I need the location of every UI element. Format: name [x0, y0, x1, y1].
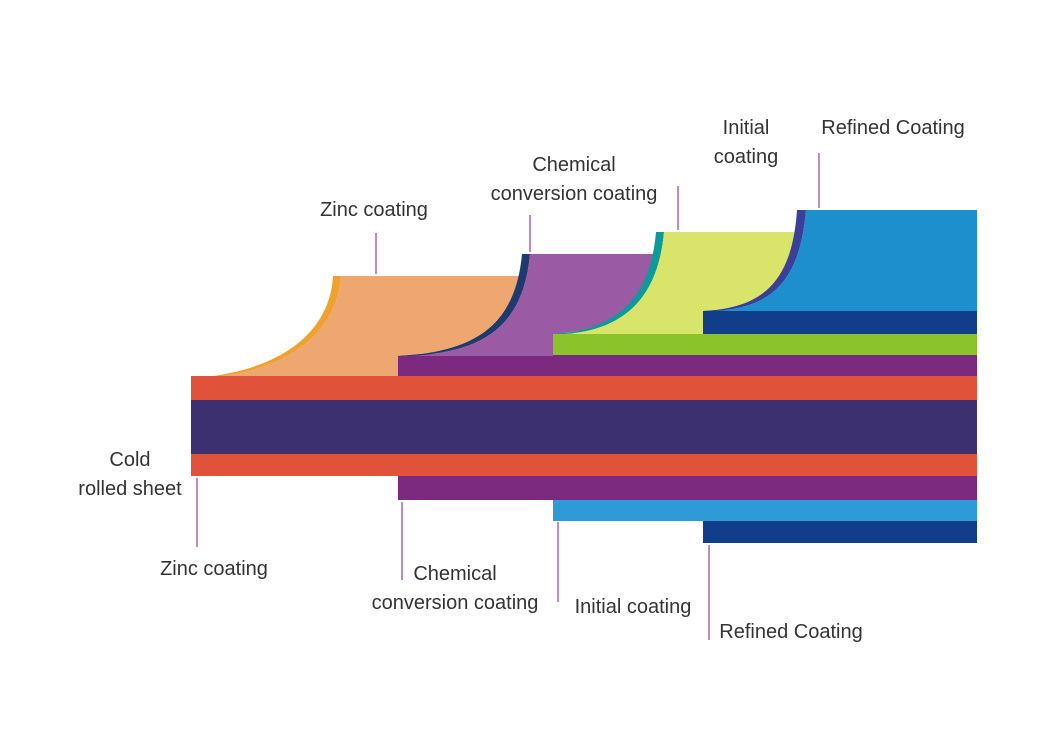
- chemical-conversion-bottom-band: [398, 476, 977, 500]
- refined-coating-top-face: [715, 210, 977, 311]
- initial-coating-top-face: [565, 232, 798, 334]
- label-zinc-coating-top: Zinc coating: [320, 199, 428, 221]
- cold-rolled-sheet-core: [191, 400, 977, 454]
- label-initial-coating-top-line2: coating: [714, 146, 779, 168]
- refined-coating-bottom-band: [703, 520, 977, 543]
- label-chemical-conversion-bottom-line1: Chemical: [413, 563, 496, 585]
- label-cold-rolled-sheet-line1: Cold: [109, 449, 150, 471]
- zinc-coating-top-face: [215, 276, 522, 377]
- label-cold-rolled-sheet-line2: rolled sheet: [78, 478, 182, 500]
- label-chemical-conversion-top-line2: conversion coating: [491, 183, 658, 205]
- chemical-conversion-top-band: [398, 354, 977, 377]
- zinc-coating-top-band: [191, 376, 977, 400]
- label-refined-coating-top: Refined Coating: [821, 117, 964, 139]
- refined-coating-top-band: [703, 310, 977, 334]
- initial-coating-bottom-band: [553, 500, 977, 521]
- label-zinc-coating-bottom: Zinc coating: [160, 558, 268, 580]
- label-initial-coating-bottom: Initial coating: [575, 596, 692, 618]
- initial-coating-top-band: [553, 333, 977, 355]
- label-refined-coating-bottom: Refined Coating: [719, 621, 862, 643]
- label-chemical-conversion-bottom-line2: conversion coating: [372, 592, 539, 614]
- chemical-conversion-top-face: [410, 254, 660, 356]
- zinc-coating-bottom-band: [191, 454, 977, 476]
- label-chemical-conversion-top-line1: Chemical: [532, 154, 615, 176]
- label-initial-coating-top-line1: Initial: [723, 117, 770, 139]
